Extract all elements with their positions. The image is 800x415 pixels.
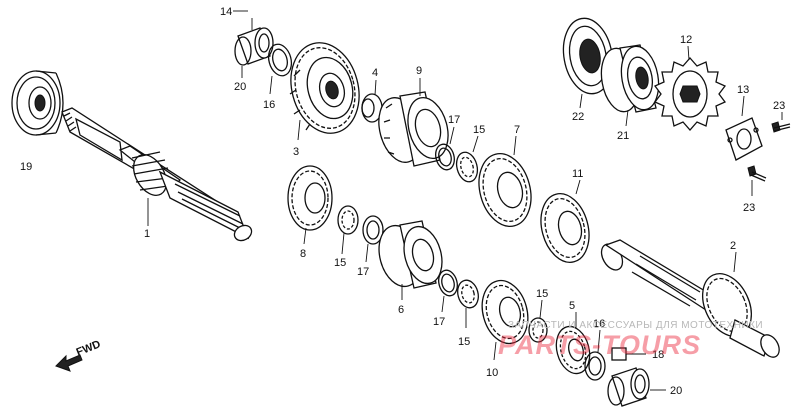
washer-17-upper <box>435 126 455 171</box>
callout-14: 14 <box>220 6 232 18</box>
callout-2: 2 <box>730 240 736 252</box>
gear-11 <box>540 179 590 263</box>
callout-10: 10 <box>486 367 498 379</box>
bearing-21 <box>600 44 660 127</box>
needle-bearing-20 <box>234 18 274 78</box>
callout-7: 7 <box>514 124 520 136</box>
fixing-plate-13 <box>725 95 763 161</box>
gear-7 <box>478 135 532 227</box>
washer-17-lower <box>438 269 458 313</box>
bushing-18 <box>611 347 646 361</box>
gear-9 <box>378 78 449 167</box>
callout-13: 13 <box>737 84 749 96</box>
gear-3 <box>289 42 360 141</box>
fwd-label: FWD <box>75 338 103 359</box>
callout-5: 5 <box>569 300 575 312</box>
washer-16-lower <box>584 329 606 381</box>
fwd-arrow-icon <box>55 354 83 372</box>
callout-15-lower: 15 <box>458 336 470 348</box>
bolt-23-upper <box>771 112 791 133</box>
callout-17-middle: 17 <box>357 266 369 278</box>
washer-16-top <box>267 43 293 95</box>
gear-10 <box>481 279 529 361</box>
callout-23-lower: 23 <box>743 202 755 214</box>
circlip-15-middle <box>337 205 359 255</box>
callout-17-upper: 17 <box>448 114 460 126</box>
callout-9: 9 <box>416 65 422 77</box>
collar-4 <box>361 79 383 123</box>
callout-23-upper: 23 <box>773 100 785 112</box>
callout-18: 18 <box>652 349 664 361</box>
callout-16-lower: 16 <box>593 318 605 330</box>
callout-17-lower: 17 <box>433 316 445 328</box>
circlip-15-lower <box>457 279 479 328</box>
gear-5 <box>555 312 591 375</box>
bearing-19 <box>11 70 64 136</box>
mainshaft-1 <box>61 107 253 242</box>
countershaft-2 <box>600 239 780 358</box>
washer-17-middle <box>362 215 384 263</box>
gear-6 <box>378 220 443 300</box>
bolt-23-lower <box>747 165 767 196</box>
circlip-15-upper <box>455 135 479 183</box>
callout-16-top: 16 <box>263 99 275 111</box>
callout-15-middle: 15 <box>334 257 346 269</box>
callout-8: 8 <box>300 248 306 260</box>
oil-seal-22 <box>562 17 614 109</box>
callout-15-upper: 15 <box>473 124 485 136</box>
sprocket-12 <box>653 45 727 131</box>
callout-11: 11 <box>572 168 583 180</box>
callout-22: 22 <box>572 111 584 123</box>
callout-3: 3 <box>293 146 299 158</box>
callout-21: 21 <box>617 130 629 142</box>
gear-8 <box>287 165 333 245</box>
callout-20-top: 20 <box>234 81 246 93</box>
callout-20-lower: 20 <box>670 385 682 397</box>
needle-bearing-20-lower <box>607 367 666 407</box>
callout-15-right: 15 <box>536 288 548 300</box>
callout-19: 19 <box>20 161 32 173</box>
callout-12: 12 <box>680 34 692 46</box>
callout-1: 1 <box>144 228 150 240</box>
callout-4: 4 <box>372 67 378 79</box>
callout-6: 6 <box>398 304 404 316</box>
circlip-15-right <box>528 299 548 343</box>
